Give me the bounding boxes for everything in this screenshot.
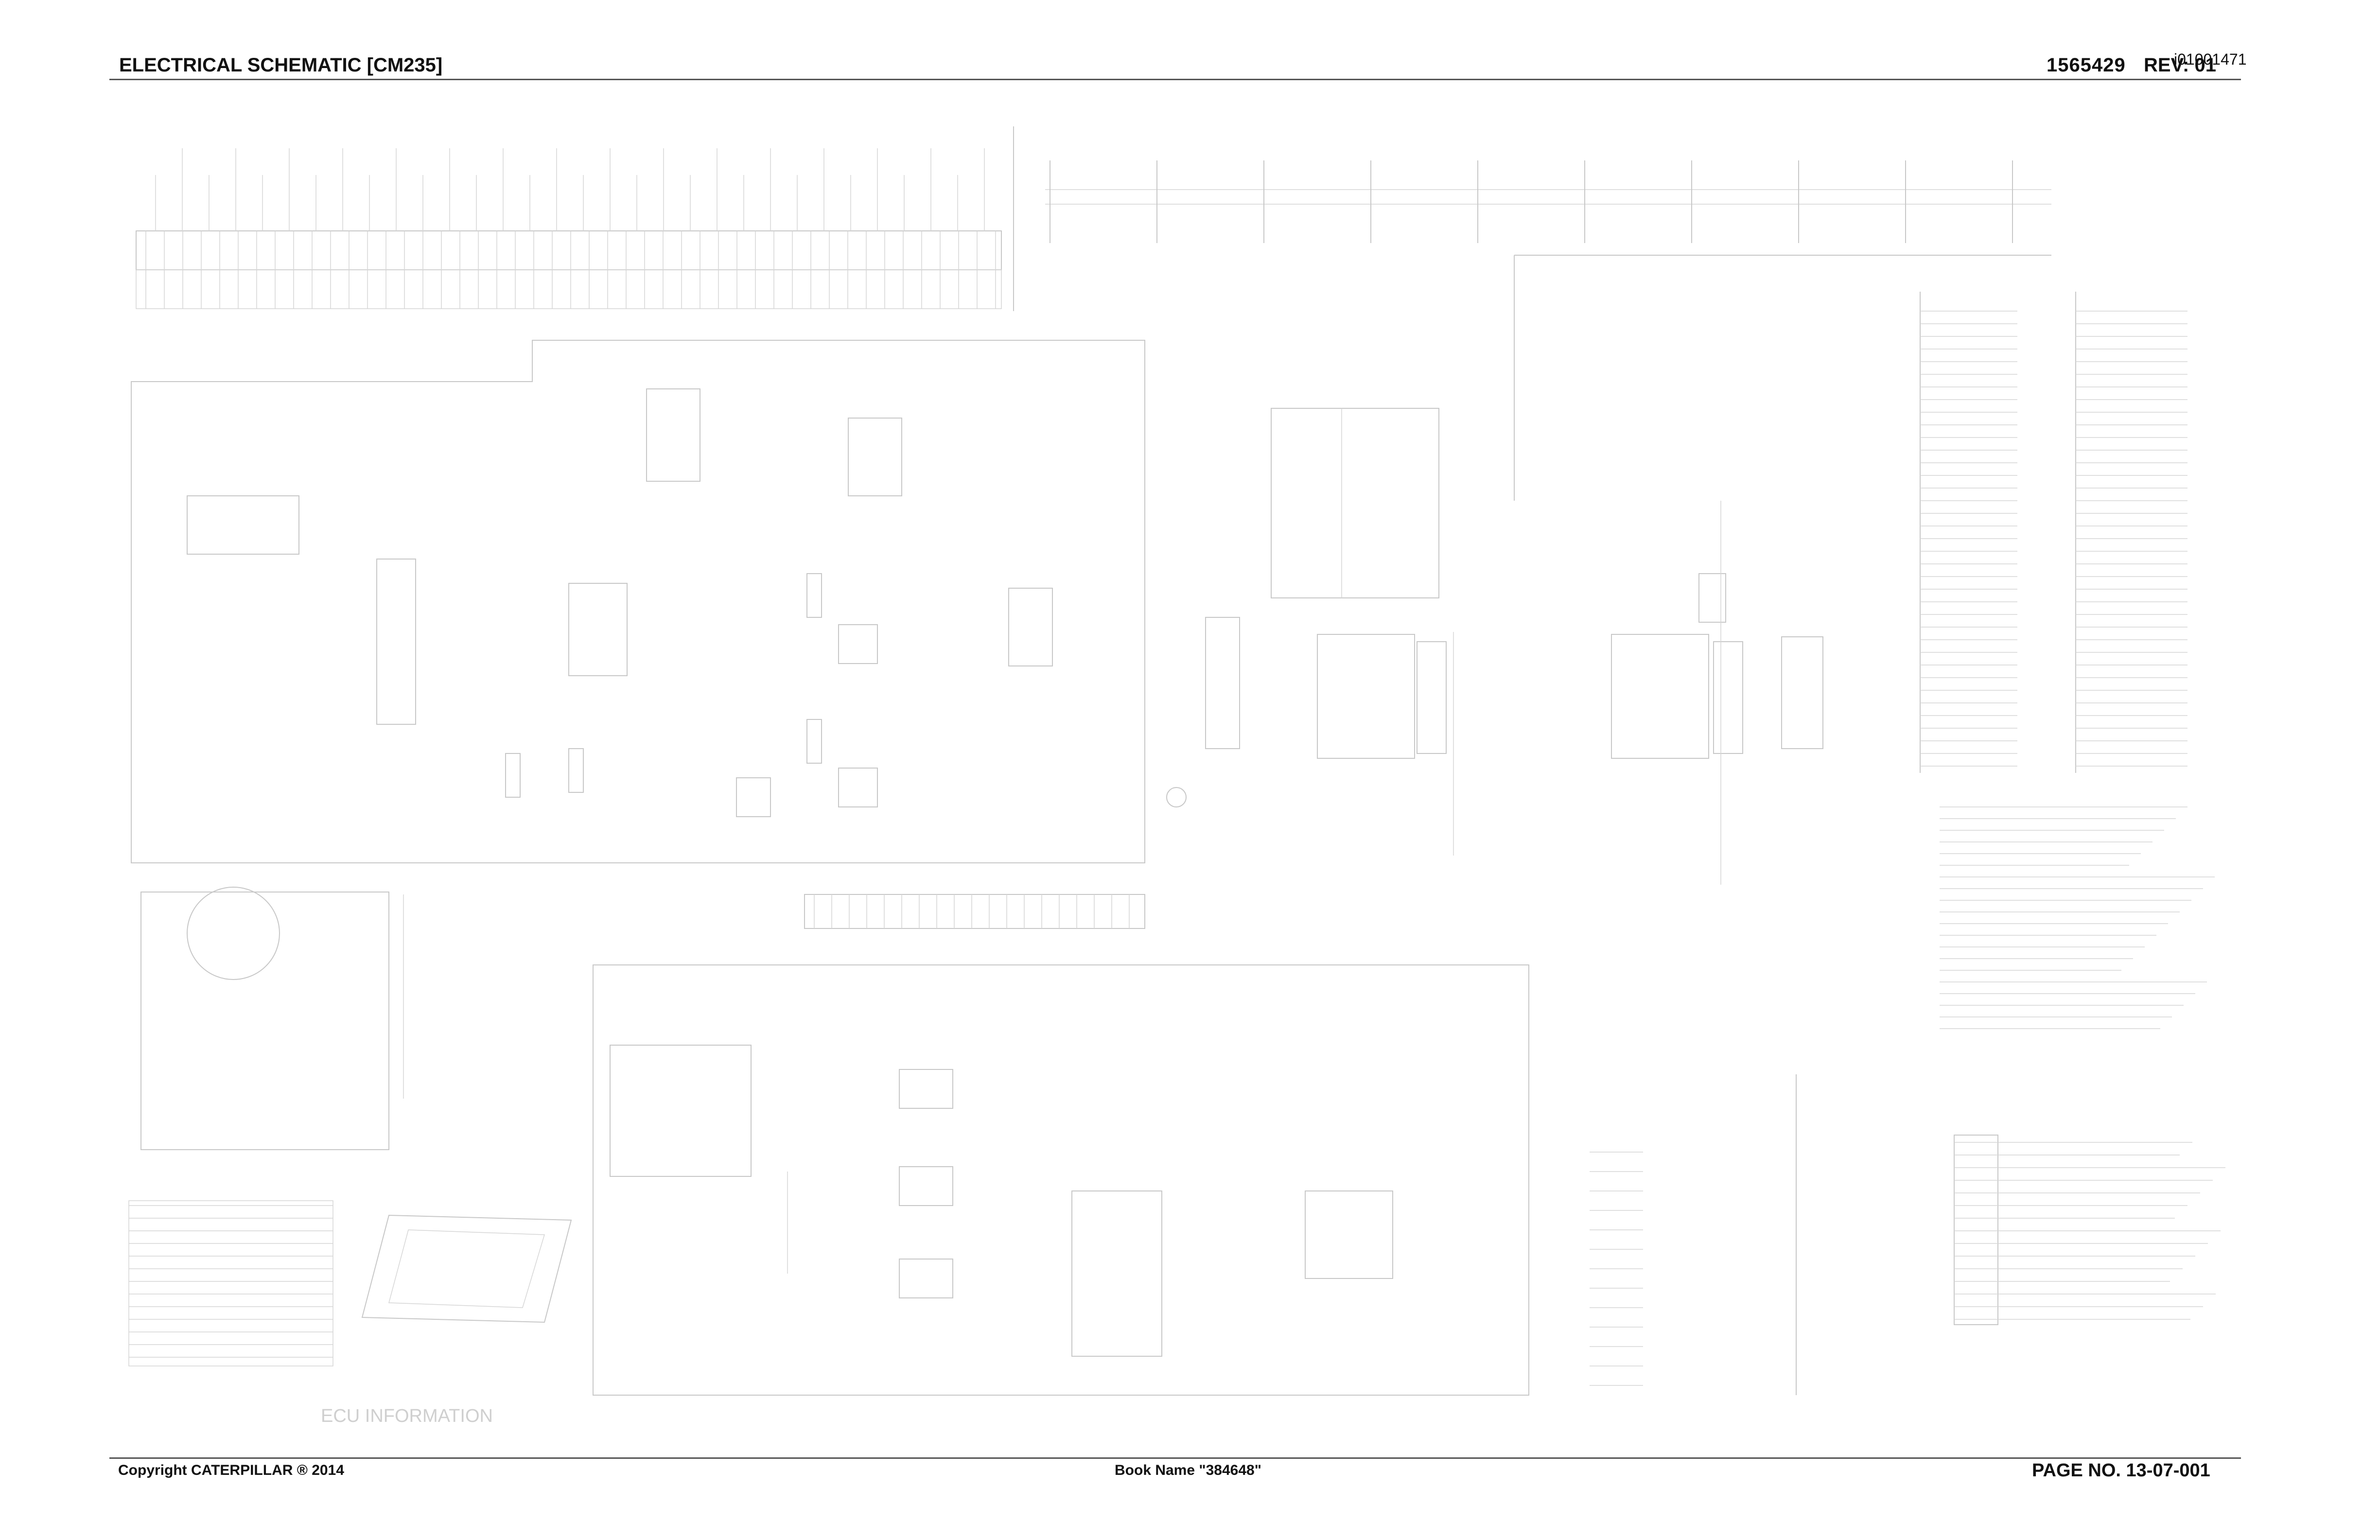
terminal-strip-middle-ticks — [814, 894, 1129, 928]
image-id: i01001471 — [2174, 51, 2247, 68]
upper-right-wiring — [1014, 126, 2051, 501]
upper-right-drops — [1050, 160, 2012, 243]
wire-bundle-top — [156, 148, 984, 231]
lower-right-connector-rows — [1954, 1142, 2225, 1319]
connector-table-rows — [1920, 311, 2188, 766]
lower-right-connector — [1796, 1074, 1998, 1395]
header-rule — [109, 79, 2241, 80]
lower-left-table-lines — [129, 1206, 333, 1357]
ecu-information-label: ECU INFORMATION — [321, 1406, 493, 1426]
relay-area — [1167, 408, 1823, 885]
ecm-connector-rows — [1590, 1152, 1643, 1385]
page-number: PAGE NO. 13-07-001 — [2032, 1460, 2210, 1481]
terminal-strip-middle — [805, 894, 1145, 928]
terminal-strip-top — [136, 231, 1001, 309]
page-title: ELECTRICAL SCHEMATIC [CM235] — [119, 54, 443, 76]
operator-display-area — [129, 887, 571, 1366]
book-name: Book Name "384648" — [1115, 1462, 1261, 1478]
copyright-text: Copyright CATERPILLAR ® 2014 — [118, 1462, 344, 1478]
part-number: 1565429 — [2047, 54, 2126, 76]
ecm-frame — [593, 965, 1529, 1395]
terminal-strip-ticks — [146, 231, 996, 309]
footer-rule — [109, 1457, 2241, 1459]
connector-table-area — [1920, 292, 2076, 773]
revision-label: REV: 01 — [2144, 54, 2216, 76]
notes-block — [1940, 807, 2215, 1029]
control-panel-frame — [131, 340, 1145, 863]
